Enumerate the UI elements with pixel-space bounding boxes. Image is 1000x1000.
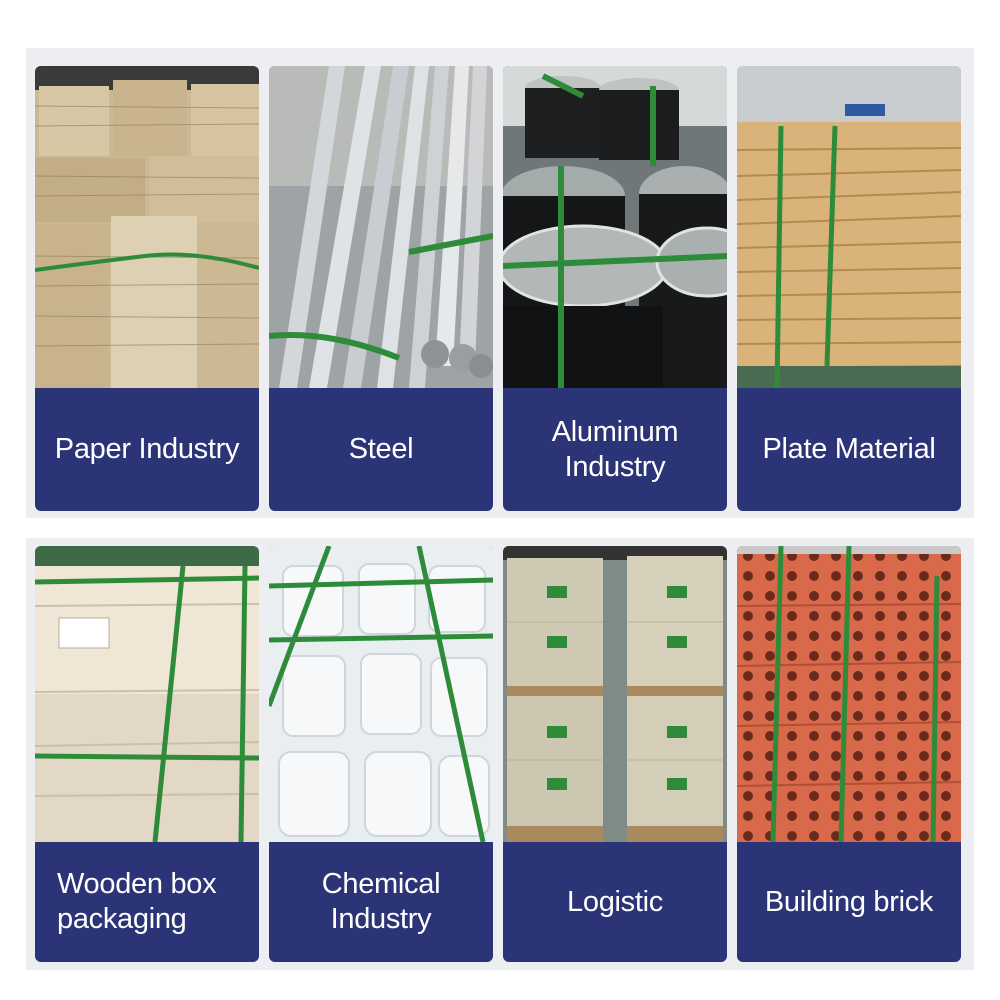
label-chemical-industry: Chemical Industry [321,868,441,935]
label-plate-material: Plate Material [762,433,936,466]
label-paper-industry: Paper Industry [54,433,240,466]
card-aluminum-industry: Aluminum Industry [503,66,727,511]
label-steel: Steel [348,433,414,466]
wrapped-containers-photo [269,546,493,842]
card-chemical-industry: Chemical Industry [269,546,493,962]
drums-photo [503,66,727,388]
card-plate-material: Plate Material [737,66,961,511]
card-wooden-box-packaging: Wooden box packaging [35,546,259,962]
label-wooden-box-packaging: Wooden box packaging [57,868,217,935]
steel-bars-photo [269,66,493,388]
wood-plates-photo [737,66,961,388]
wooden-crates-photo [35,546,259,842]
label-building-brick: Building brick [764,885,934,918]
paper-bales-photo [35,66,259,388]
label-aluminum-industry: Aluminum Industry [551,415,679,483]
palletized-cartons-photo [503,546,727,842]
bricks-photo [737,546,961,842]
card-logistic: Logistic [503,546,727,962]
card-steel: Steel [269,66,493,511]
label-logistic: Logistic [567,885,663,918]
card-building-brick: Building brick [737,546,961,962]
card-paper-industry: Paper Industry [35,66,259,511]
